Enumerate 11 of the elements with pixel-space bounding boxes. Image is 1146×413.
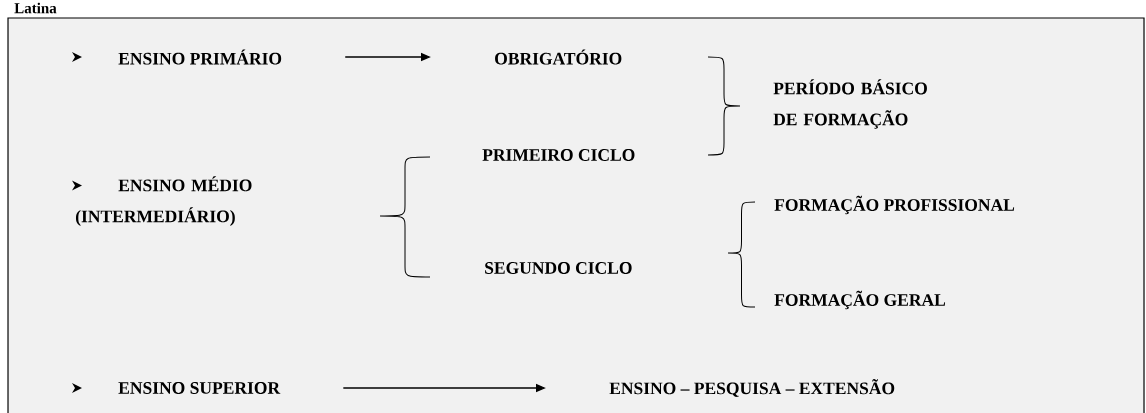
text-label: ENSINO PRIMÁRIO	[118, 49, 282, 65]
text-label: ENSINO SUPERIOR	[118, 382, 281, 394]
text-label: FORMAÇÃO PROFISSIONAL	[774, 195, 1015, 215]
text-label: OBRIGATÓRIO	[495, 49, 622, 65]
text-label: SEGUNDO CICLO	[485, 262, 632, 274]
text-label: PERÍODO BÁSICO DE FORMAÇÃO	[773, 79, 927, 129]
text-label: FORMAÇÃO GERAL	[774, 290, 946, 310]
text-label: ENSINO – PESQUISA – EXTENSÃO	[609, 379, 895, 397]
text-label: ENSINO MÉDIO (INTERMEDIÁRIO)	[75, 176, 252, 226]
text-label: PRIMEIRO CICLO	[482, 149, 635, 161]
title: Latina	[14, 2, 57, 14]
